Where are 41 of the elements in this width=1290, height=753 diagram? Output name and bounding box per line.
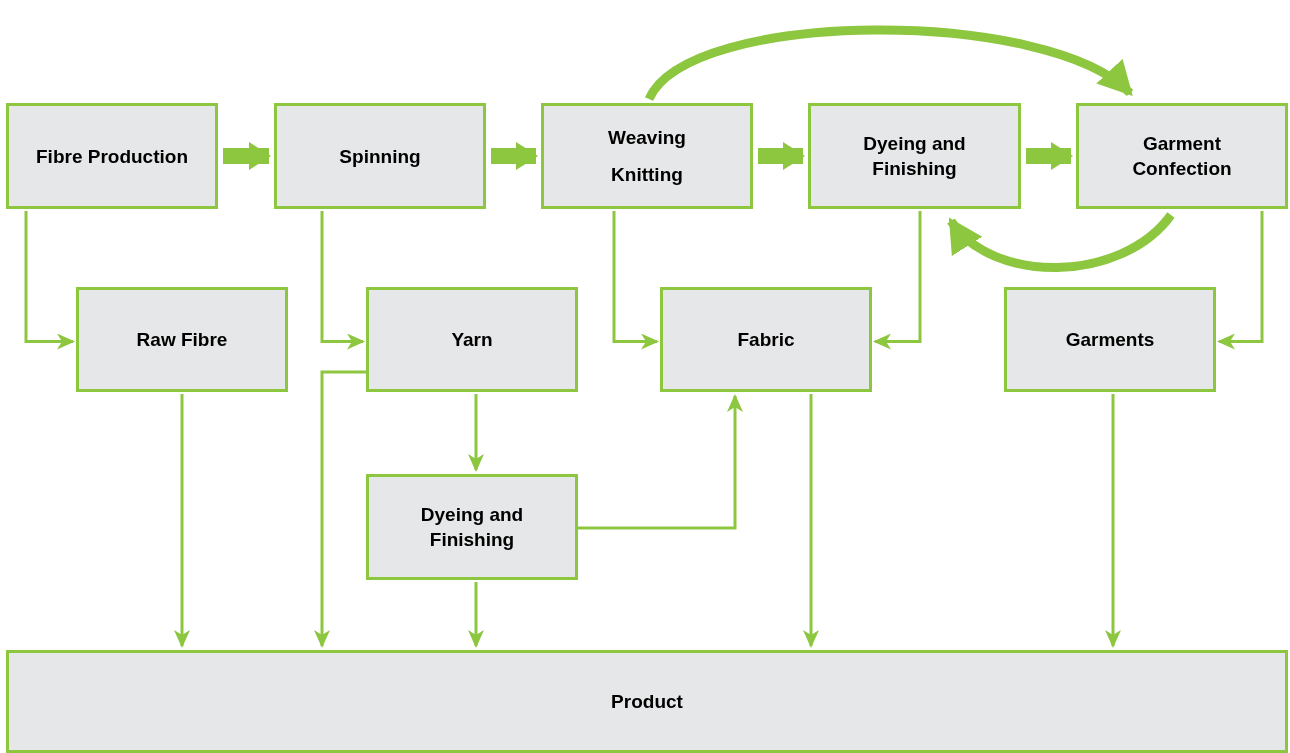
process-box — [660, 287, 872, 392]
arrow — [1105, 394, 1121, 648]
arrow — [468, 582, 484, 648]
box-label: Yarn — [451, 328, 493, 352]
box-label: Dyeing and Finishing — [862, 132, 967, 181]
arrow — [803, 394, 819, 648]
process-box — [1004, 287, 1216, 392]
process-box — [6, 650, 1288, 753]
thick-arrow — [1026, 142, 1073, 170]
thick-arrow — [645, 25, 1134, 102]
arrow — [174, 394, 190, 648]
arrow — [314, 370, 366, 648]
arrow — [1217, 211, 1264, 350]
process-box — [366, 474, 578, 580]
process-box — [274, 103, 486, 209]
box-label: Spinning — [339, 144, 421, 169]
box-label: Weaving — [608, 126, 686, 150]
box-label: Fibre Production — [36, 144, 188, 169]
arrow — [468, 394, 484, 472]
process-box — [808, 103, 1021, 209]
thick-arrow — [491, 142, 538, 170]
thick-arrow — [947, 212, 1175, 272]
thick-arrow — [758, 142, 805, 170]
arrow — [578, 394, 743, 530]
process-box — [366, 287, 578, 392]
box-label: Fabric — [737, 328, 795, 352]
box-label: Garments — [1065, 328, 1155, 352]
box-label: Knitting — [611, 163, 683, 187]
arrow — [24, 211, 75, 350]
process-box — [541, 103, 753, 209]
thick-arrow — [223, 142, 271, 170]
box-label: Garment Confection — [1131, 132, 1233, 181]
arrow — [873, 211, 922, 350]
process-box — [6, 103, 218, 209]
arrow — [320, 211, 365, 350]
box-label: Raw Fibre — [136, 328, 228, 352]
box-label: Dyeing and Finishing — [419, 503, 525, 552]
box-label: Product — [611, 690, 683, 714]
arrow — [612, 211, 659, 350]
process-box — [1076, 103, 1288, 209]
process-box — [76, 287, 288, 392]
